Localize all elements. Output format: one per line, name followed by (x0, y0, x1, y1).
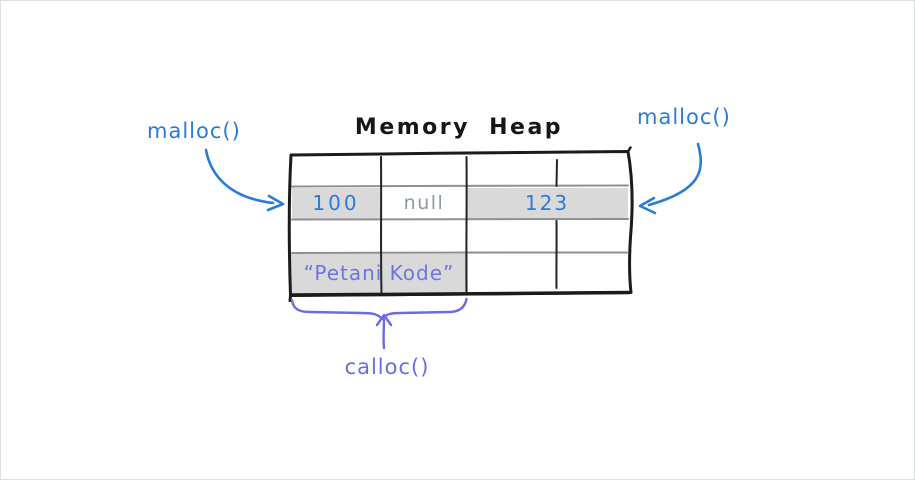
grid-hline-3 (291, 251, 628, 254)
heap-cell-100: 100 (312, 191, 360, 215)
malloc-left-label: malloc() (147, 119, 241, 143)
malloc-left-arrow-curve (204, 148, 275, 205)
calloc-brace-icon (290, 297, 468, 321)
malloc-right-arrowhead-icon (638, 196, 657, 215)
calloc-pointer (290, 297, 468, 350)
malloc-right-label: malloc() (637, 105, 731, 129)
malloc-arrows (204, 142, 702, 215)
diagram-title: Memory Heap (354, 115, 564, 140)
highlight-cell-123 (467, 188, 628, 219)
table-outer-border (287, 146, 634, 302)
highlight-cell-100 (292, 188, 380, 219)
calloc-label: calloc() (344, 355, 430, 379)
malloc-left-arrowhead-icon (266, 194, 285, 212)
corner-tick-bottom-left (288, 294, 292, 302)
grid-vertical-lines (380, 156, 558, 294)
heap-cell-null: null (403, 192, 445, 214)
corner-tick-top-right (626, 146, 632, 153)
bottom-border-double-stroke (291, 290, 631, 297)
grid-vline-1 (380, 156, 383, 294)
grid-horizontal-lines (291, 184, 629, 254)
grid-hline-1 (291, 184, 629, 188)
grid-vline-3-top (555, 159, 558, 187)
heap-cell-string: “Petani Kode” (303, 260, 455, 285)
highlight-cell-string (291, 254, 468, 294)
calloc-arrowhead-icon (375, 313, 393, 327)
highlight-fills (291, 188, 628, 294)
heap-cell-123: 123 (524, 191, 570, 215)
malloc-right-arrow-curve (647, 142, 702, 207)
grid-hline-2 (291, 218, 629, 221)
